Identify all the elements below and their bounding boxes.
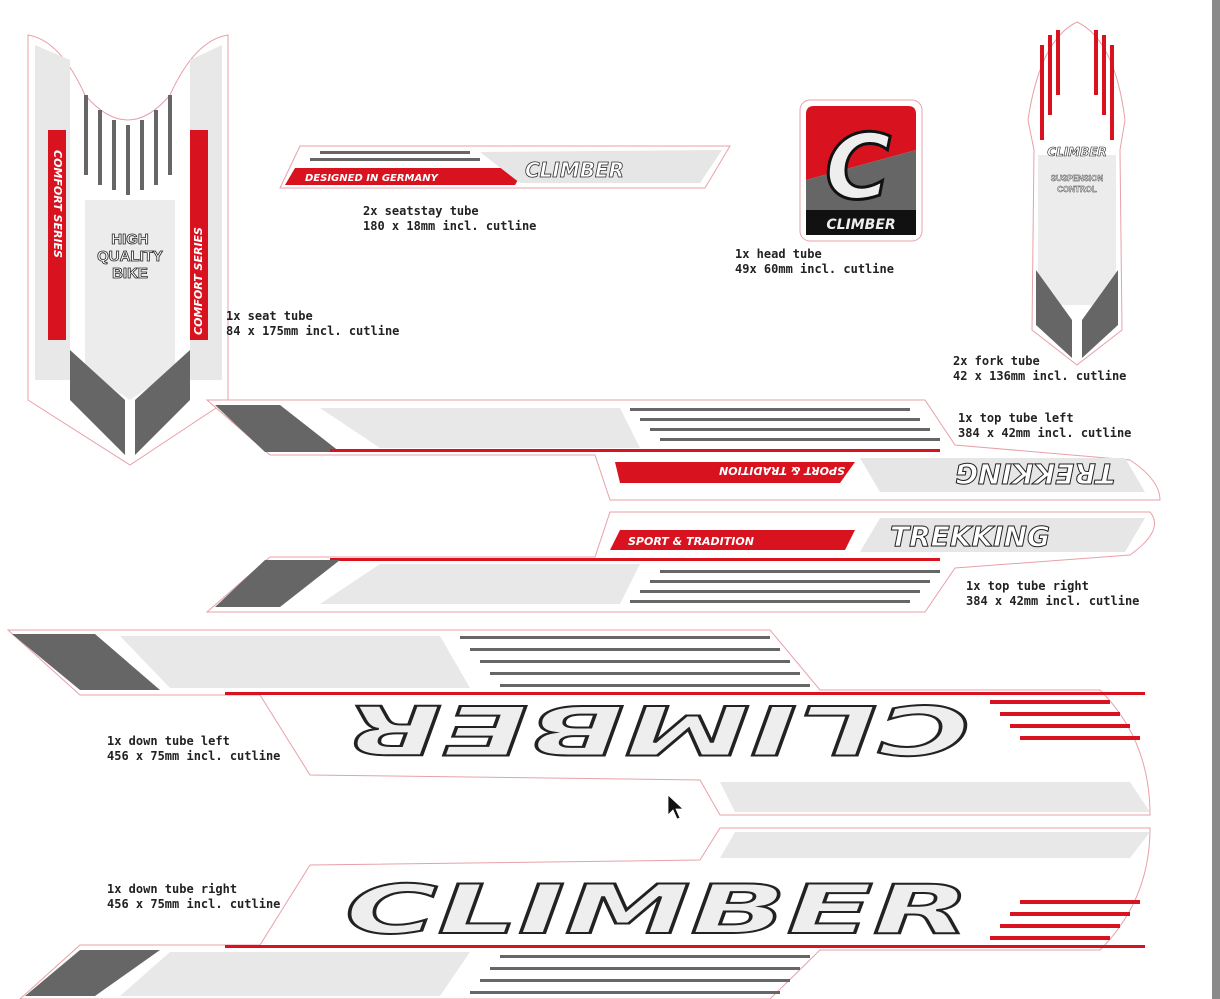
seat-tube-label-line2: 84 x 175mm incl. cutline	[226, 324, 400, 338]
down-tube-left-decal: CLIMBER	[6, 629, 1151, 816]
seatstay-label-line1: 2x seatstay tube	[363, 204, 479, 218]
seat-tube-label-line1: 1x seat tube	[226, 309, 313, 323]
down-tube-left-label-line1: 1x down tube left	[107, 734, 230, 748]
seat-tube-badge-1: HIGH	[111, 231, 149, 248]
seat-tube-badge-3: BIKE	[112, 265, 148, 282]
seat-tube-side-text-right: COMFORT SERIES	[192, 227, 205, 335]
mouse-cursor-icon	[667, 794, 685, 820]
fork-decal: CLIMBER SUSPENSION CONTROL	[1027, 21, 1126, 366]
down-tube-right-label-line2: 456 x 75mm incl. cutline	[107, 897, 281, 911]
fork-badge-1: SUSPENSION	[1051, 174, 1104, 183]
top-tube-right-decal: SPORT & TRADITION TREKKING	[205, 511, 1155, 613]
fork-logo: CLIMBER	[1047, 145, 1106, 159]
fork-label-line1: 2x fork tube	[953, 354, 1040, 368]
down-tube-left-label-line2: 456 x 75mm incl. cutline	[107, 749, 281, 763]
seat-tube-side-text-left: COMFORT SERIES	[51, 150, 64, 258]
fork-label-line2: 42 x 136mm incl. cutline	[953, 369, 1127, 383]
top-tube-right-tagline: SPORT & TRADITION	[628, 535, 754, 548]
head-tube-decal: C CLIMBER	[799, 99, 923, 242]
top-tube-left-model: TREKKING	[955, 457, 1115, 490]
top-tube-right-label-line2: 384 x 42mm incl. cutline	[966, 594, 1140, 608]
top-tube-left-tagline: SPORT & TRADITION	[719, 464, 845, 477]
top-tube-left-label-line1: 1x top tube left	[958, 411, 1074, 425]
seatstay-tagline: DESIGNED IN GERMANY	[305, 173, 440, 184]
seatstay-logo: CLIMBER	[525, 158, 624, 182]
top-tube-right-label-line1: 1x top tube right	[966, 579, 1089, 593]
fork-badge-2: CONTROL	[1057, 185, 1097, 194]
down-tube-right-decal: CLIMBER	[19, 827, 1151, 999]
seat-tube-decal: COMFORT SERIES COMFORT SERIES HIGH QUALI…	[27, 34, 229, 466]
seat-tube-badge-2: QUALITY	[97, 248, 163, 265]
head-tube-label-line1: 1x head tube	[735, 247, 822, 261]
down-tube-left-logo: CLIMBER	[345, 689, 970, 768]
head-tube-logo: CLIMBER	[826, 217, 895, 233]
down-tube-right-logo: CLIMBER	[345, 871, 970, 950]
top-tube-left-label-line2: 384 x 42mm incl. cutline	[958, 426, 1132, 440]
top-tube-left-decal: SPORT & TRADITION TREKKING	[205, 399, 1161, 501]
head-tube-logo-letter: C	[825, 115, 891, 220]
seatstay-decal: DESIGNED IN GERMANY CLIMBER	[279, 145, 731, 189]
seatstay-label-line2: 180 x 18mm incl. cutline	[363, 219, 537, 233]
down-tube-right-label-line1: 1x down tube right	[107, 882, 238, 896]
top-tube-right-model: TREKKING	[890, 520, 1050, 553]
head-tube-label-line2: 49x 60mm incl. cutline	[735, 262, 894, 276]
scrollbar[interactable]	[1212, 0, 1220, 999]
